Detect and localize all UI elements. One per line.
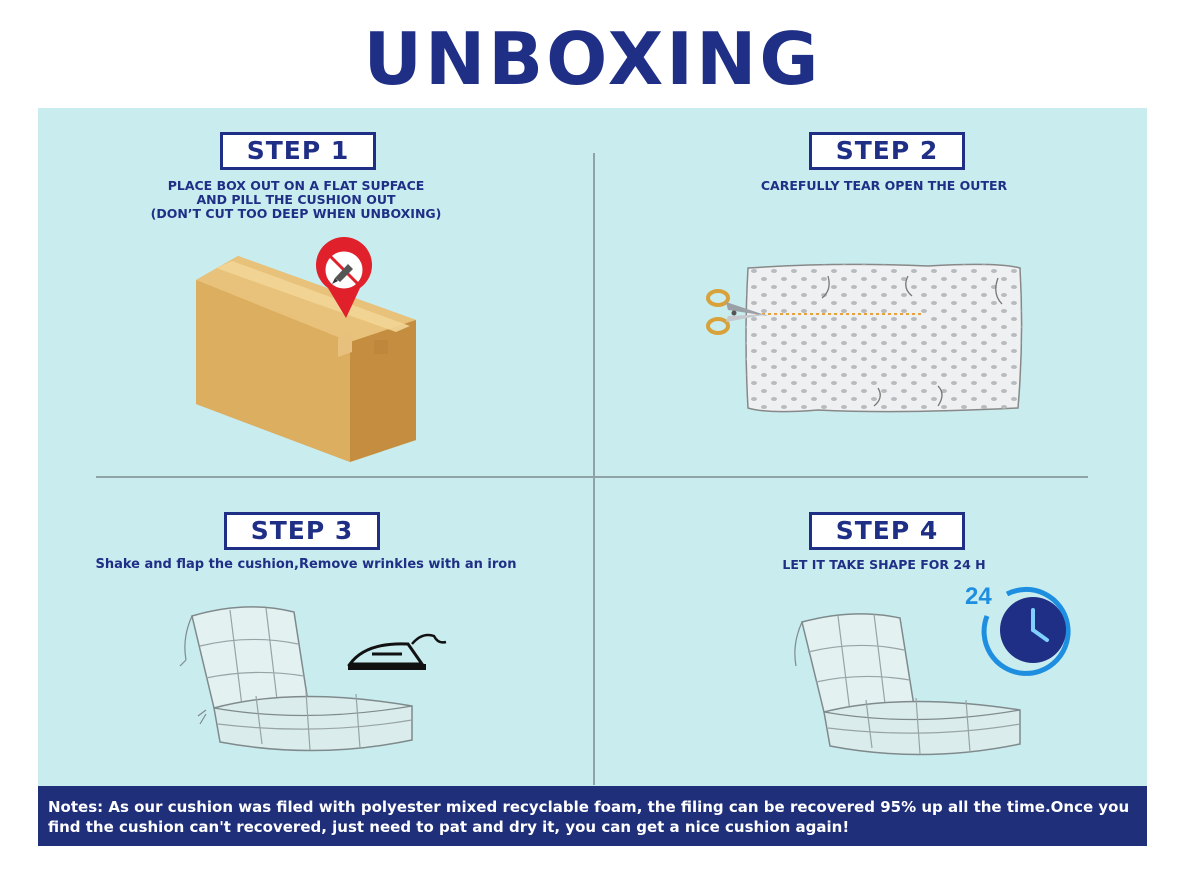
clock-label: 24 (965, 583, 992, 610)
step-1-desc-line: (DON’T CUT TOO DEEP WHEN UNBOXING) (150, 206, 442, 221)
step-1-label: STEP 1 (220, 132, 376, 170)
step-2-desc-line: CAREFULLY TEAR OPEN THE OUTER (760, 178, 1008, 193)
step-4-description: LET IT TAKE SHAPE FOR 24 H (684, 558, 1084, 572)
clock-icon: 24 (965, 583, 1071, 676)
step-3-desc-line: Shake and flap the cushion,Remove wrinkl… (95, 557, 517, 572)
chair-cushion-icon (794, 613, 1021, 756)
step-4-label: STEP 4 (809, 512, 965, 550)
horizontal-divider (96, 476, 1088, 478)
step-4-desc-line: LET IT TAKE SHAPE FOR 24 H (782, 557, 986, 572)
step-1-desc-line: PLACE BOX OUT ON A FLAT SUPFACE (167, 178, 425, 193)
scissors-cushion-icon (706, 263, 1023, 413)
chair-cushion-iron-icon (179, 606, 447, 752)
page-title: UNBOXING (363, 17, 822, 101)
vertical-divider (593, 153, 595, 785)
step-2-label: STEP 2 (809, 132, 965, 170)
box-no-knife-icon (196, 237, 416, 462)
notes-text: Notes: As our cushion was filed with pol… (48, 798, 1130, 836)
step-1-description: PLACE BOX OUT ON A FLAT SUPFACE AND PILL… (96, 179, 496, 221)
step-3-label: STEP 3 (224, 512, 380, 550)
step-3-description: Shake and flap the cushion,Remove wrinkl… (66, 558, 546, 572)
step-2-description: CAREFULLY TEAR OPEN THE OUTER (684, 179, 1084, 193)
steps-panel: STEP 1 PLACE BOX OUT ON A FLAT SUPFACE A… (38, 108, 1147, 786)
step-1-desc-line: AND PILL THE CUSHION OUT (196, 192, 396, 207)
notes-banner: Notes: As our cushion was filed with pol… (38, 786, 1147, 846)
